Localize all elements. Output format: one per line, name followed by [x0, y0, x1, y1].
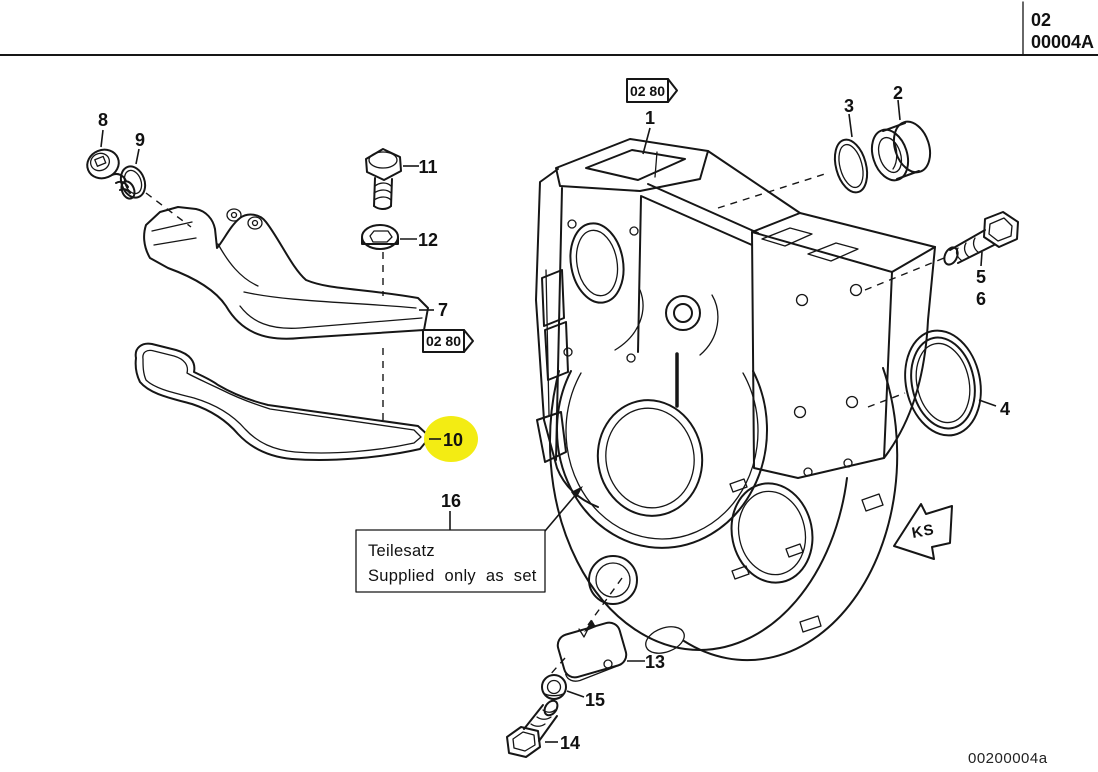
part-2-closing-cover-drawing[interactable]: [866, 99, 936, 185]
part-9-seal-ring-drawing[interactable]: [117, 148, 192, 228]
part-10-gasket-drawing[interactable]: [134, 342, 431, 461]
page-header: 02 00004A: [0, 1, 1098, 56]
ref-arrow-02-80-left[interactable]: 02 80: [422, 329, 474, 353]
header-page-code: 00004A: [1031, 32, 1094, 52]
callout-4[interactable]: 4: [1000, 399, 1010, 419]
ks-label: KS: [910, 521, 935, 542]
callout-10-highlighted[interactable]: 10: [424, 416, 478, 462]
callout-16[interactable]: 16: [441, 491, 461, 511]
note-line-2: Supplied only as set: [368, 567, 537, 585]
footer-drawing-number: 00200004a: [968, 750, 1048, 767]
part-14-bolt-drawing[interactable]: [506, 698, 560, 758]
part-1-timing-case-housing-drawing[interactable]: [535, 138, 936, 662]
part-7-cover-drawing[interactable]: [143, 206, 434, 340]
callout-14[interactable]: 14: [560, 733, 580, 753]
callout-7[interactable]: 7: [438, 300, 448, 320]
callout-8[interactable]: 8: [98, 110, 108, 130]
ref-arrow-left-label: 02 80: [426, 333, 461, 349]
note-line-1: Teilesatz: [368, 542, 435, 560]
part-11-bolt-drawing[interactable]: [365, 148, 419, 210]
part-13-cover-plate-drawing[interactable]: [555, 577, 645, 684]
highlight-selected-part: [424, 416, 478, 462]
callout-11[interactable]: 11: [418, 157, 437, 177]
part-15-nut-drawing[interactable]: [541, 657, 585, 700]
part-5-6-bolt-drawing[interactable]: [864, 211, 1019, 291]
part-4-radial-seal-drawing[interactable]: [867, 323, 997, 442]
callout-5[interactable]: 5: [976, 267, 986, 287]
header-group-code: 02: [1031, 10, 1051, 30]
callout-15[interactable]: 15: [585, 690, 605, 710]
part-3-seal-ring-drawing[interactable]: [717, 113, 872, 209]
leader-arrowhead-16: [571, 486, 583, 499]
callout-9[interactable]: 9: [135, 130, 145, 150]
callout-13[interactable]: 13: [645, 652, 665, 672]
part-12-washer-drawing[interactable]: [361, 224, 417, 250]
leader-arrowhead-13: [584, 620, 596, 632]
note-box: Teilesatz Supplied only as set: [355, 486, 583, 593]
callout-10[interactable]: 10: [443, 430, 463, 450]
callout-labels: 1 2 3 4 5 6 7 8 9 10 11 12 13 14 15 16: [98, 83, 1010, 753]
ref-arrow-02-80-top[interactable]: 02 80: [626, 78, 678, 103]
ref-arrow-top-label: 02 80: [630, 83, 665, 99]
callout-6[interactable]: 6: [976, 289, 986, 309]
callout-12[interactable]: 12: [418, 230, 438, 250]
callout-1[interactable]: 1: [645, 108, 655, 128]
ks-direction-arrow: KS: [893, 503, 953, 560]
callout-2[interactable]: 2: [893, 83, 903, 103]
callout-3[interactable]: 3: [844, 96, 854, 116]
